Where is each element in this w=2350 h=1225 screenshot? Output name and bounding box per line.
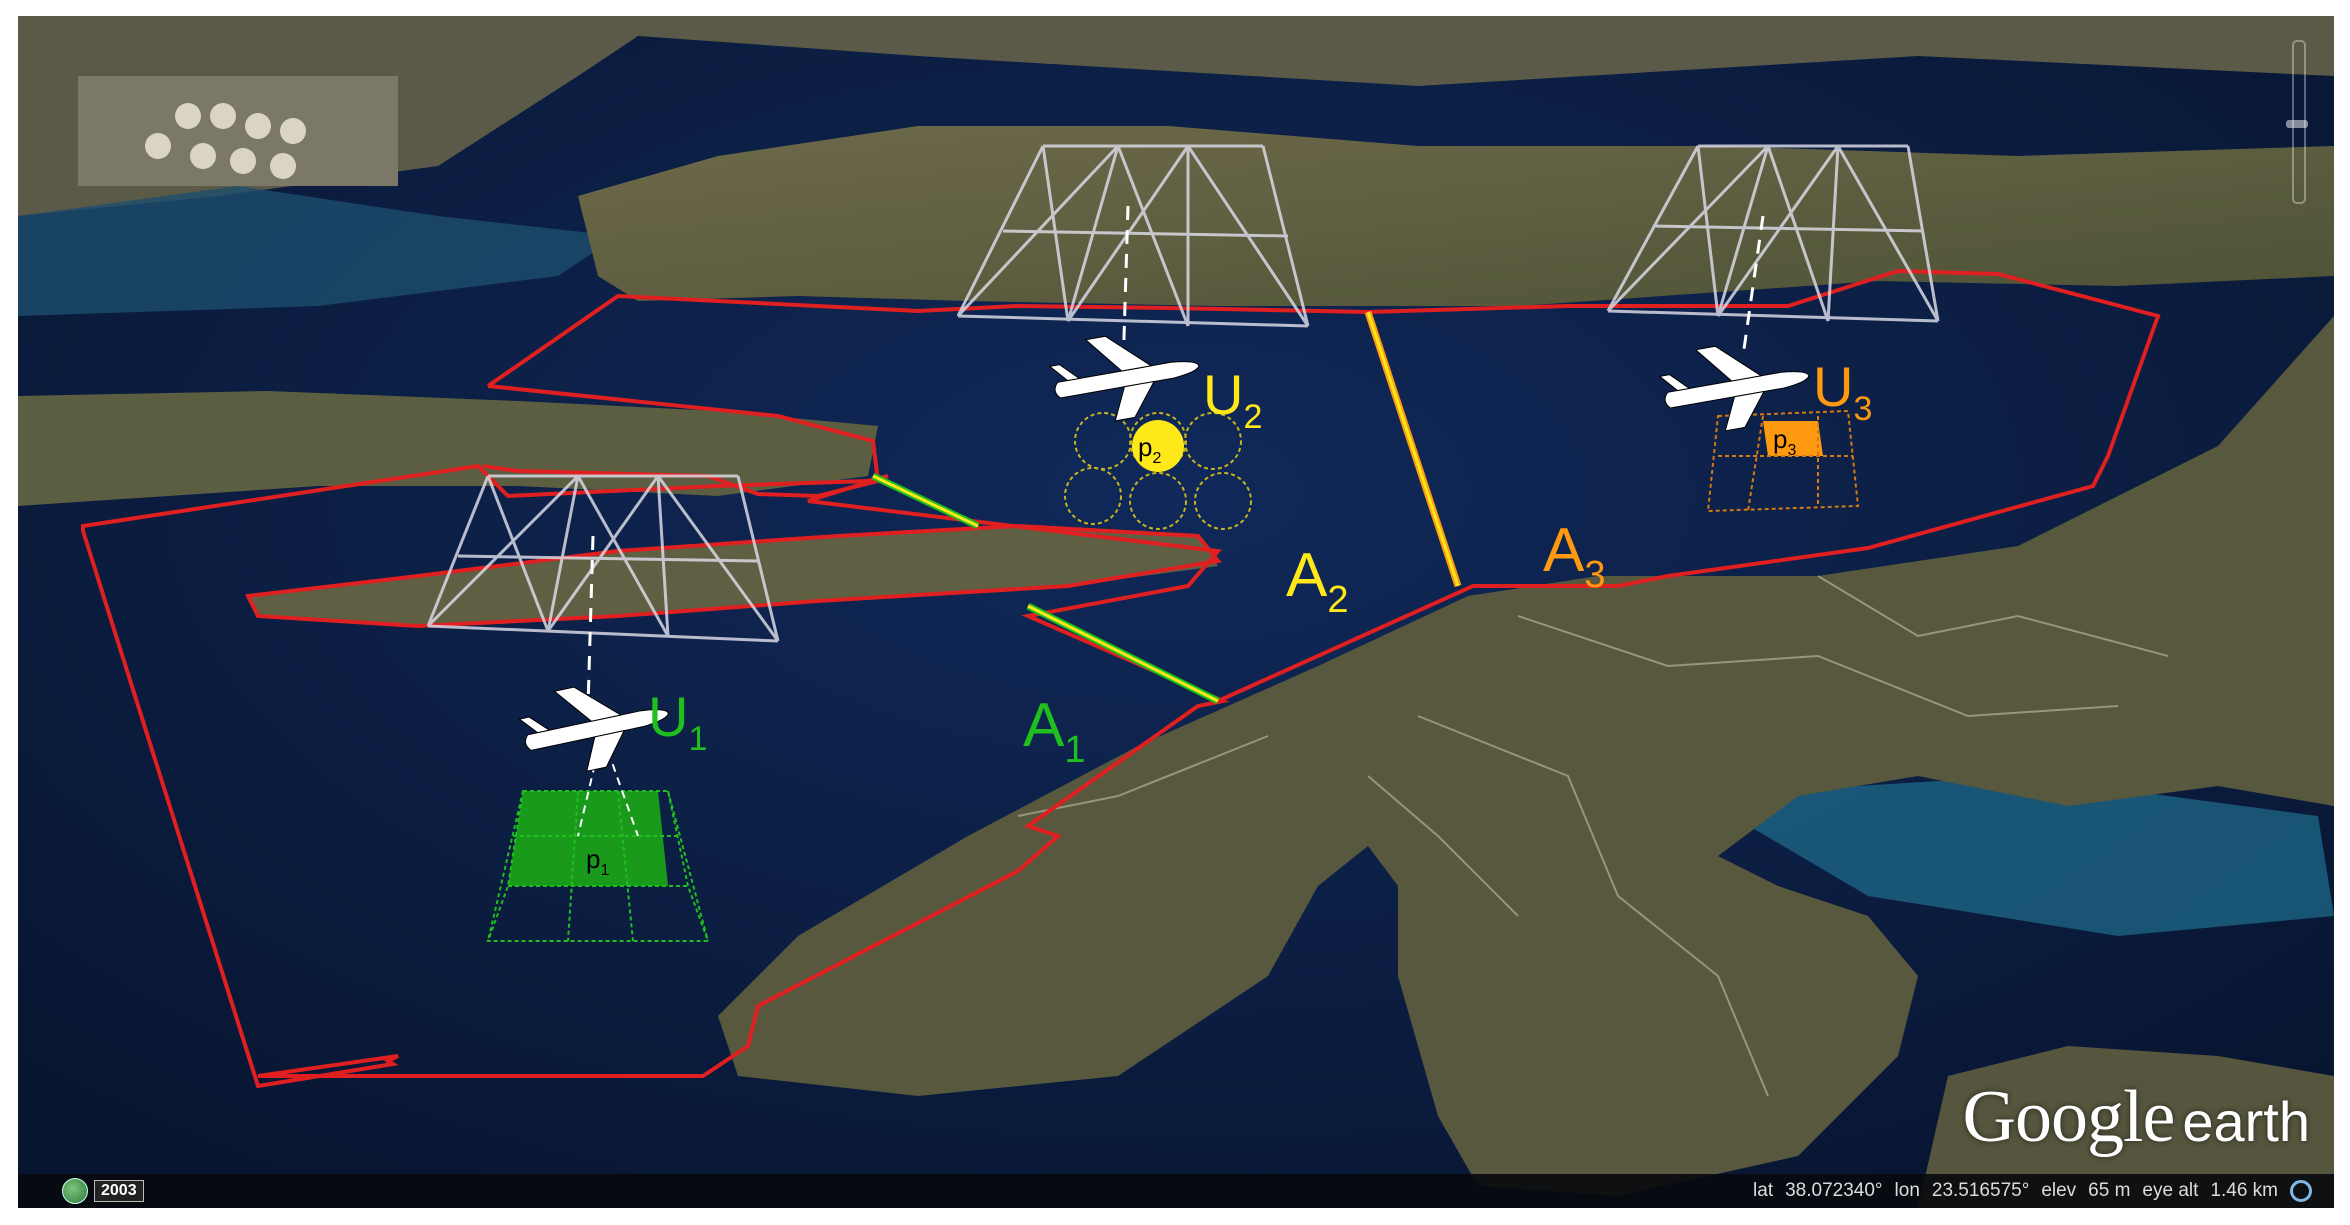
zoom-slider[interactable]	[2286, 40, 2308, 204]
footprint-u3	[1706, 409, 1860, 513]
eye-alt-value: 1.46 km	[2210, 1180, 2278, 1201]
uplink-lines	[586, 205, 1765, 707]
shared-borders	[871, 310, 1462, 705]
oil-tanks	[78, 76, 398, 186]
area-boundaries	[81, 268, 2161, 1089]
uav-icons	[518, 335, 1810, 772]
status-bar-left: 2003	[62, 1178, 144, 1204]
elev-value: 65 m	[2088, 1180, 2131, 1201]
uav-label-u3: U3	[1813, 355, 1872, 428]
uav-label-u2: U2	[1203, 363, 1262, 436]
area-label-a3: A3	[1543, 516, 1606, 596]
airplane-icon-u1	[518, 686, 669, 772]
grid-structure-2	[956, 144, 1310, 328]
imagery-year-badge[interactable]: 2003	[94, 1180, 144, 1202]
lat-label: lat	[1753, 1180, 1774, 1201]
cell-label-p1: p1	[586, 844, 609, 879]
shallow-water-left	[18, 186, 618, 316]
roads	[1017, 575, 2169, 1097]
uav-label-u1: U1	[648, 685, 707, 758]
cell-label-p3: p3	[1773, 424, 1796, 459]
boundary-a1	[81, 463, 1230, 1089]
eye-alt-label: eye alt	[2142, 1180, 2199, 1201]
grid-structure-1	[426, 474, 780, 643]
coordinates-readout: lat 38.072340° lon 23.516575° elev 65 m …	[1753, 1180, 2312, 1202]
upper-island	[578, 126, 2334, 306]
lat-value: 38.072340°	[1785, 1180, 1883, 1201]
footprint-u1	[486, 750, 710, 942]
ground-station-grids	[426, 144, 1940, 643]
elev-label: elev	[2041, 1180, 2077, 1201]
airplane-icon-u3	[1658, 345, 1810, 432]
area-label-a1: A1	[1023, 691, 1086, 771]
bottom-right-land	[1918, 1046, 2334, 1208]
boundary-peninsula	[482, 384, 881, 499]
area-label-a2: A2	[1286, 541, 1349, 621]
streaming-status-icon	[2290, 1180, 2312, 1202]
cell-label-p2: p2	[1138, 432, 1161, 467]
land-top	[18, 16, 2334, 216]
lon-value: 23.516575°	[1931, 1180, 2030, 1201]
footprint-u2	[1064, 412, 1252, 530]
map-canvas: U1 U2 U3 A1 A2 A3 p1 p2 p3	[18, 16, 2334, 1208]
lon-label: lon	[1894, 1180, 1920, 1201]
boundary-islet	[244, 523, 1222, 629]
airplane-icon-u2	[1048, 335, 1200, 422]
long-islet	[248, 526, 1218, 626]
status-bar: 2003 lat 38.072340° lon 23.516575° elev …	[18, 1174, 2334, 1208]
historical-imagery-icon[interactable]	[62, 1178, 88, 1204]
grid-structure-3	[1606, 144, 1940, 323]
shallow-water-right	[1698, 776, 2334, 936]
zoom-slider-knob[interactable]	[2286, 120, 2308, 128]
right-landmass	[718, 316, 2334, 1196]
boundary-a2-a3	[486, 268, 2161, 703]
